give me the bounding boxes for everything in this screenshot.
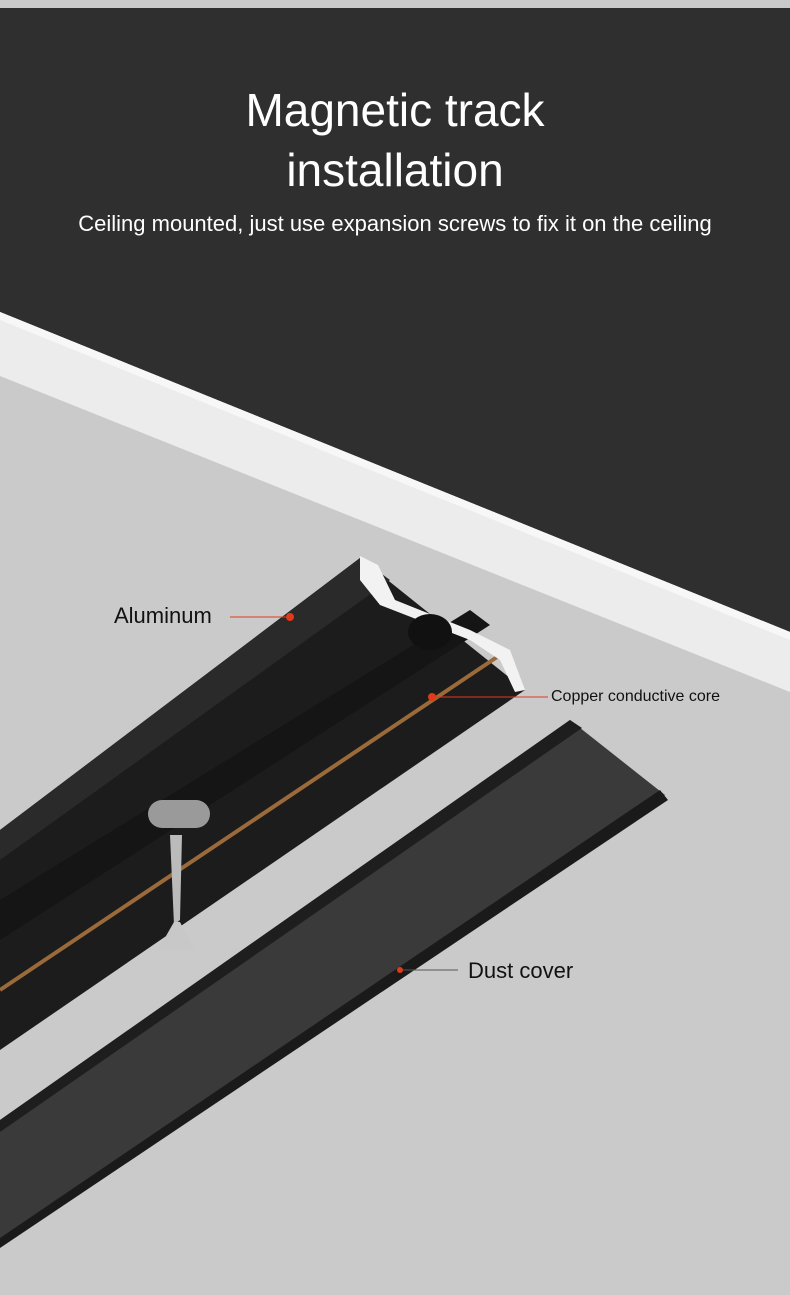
ceiling-slab <box>0 312 790 692</box>
aluminum-dot <box>286 613 294 621</box>
aluminum-track <box>0 556 525 1050</box>
dark-header-background <box>0 8 790 632</box>
copper-core <box>0 653 502 992</box>
screw-icon <box>148 800 210 950</box>
copper-dot <box>428 693 436 701</box>
dust-cover <box>0 720 668 1248</box>
subtitle: Ceiling mounted, just use expansion scre… <box>78 211 712 236</box>
dust-cover-label: Dust cover <box>468 958 574 983</box>
title-line-1: Magnetic track <box>245 84 545 136</box>
magnet <box>408 614 452 650</box>
page-title: Magnetic track installation <box>0 80 790 200</box>
copper-label: Copper conductive core <box>551 688 720 705</box>
aluminum-label: Aluminum <box>114 603 212 628</box>
title-line-2: installation <box>286 144 504 196</box>
dust-cover-dot <box>397 967 403 973</box>
ceiling-edge <box>0 312 790 640</box>
